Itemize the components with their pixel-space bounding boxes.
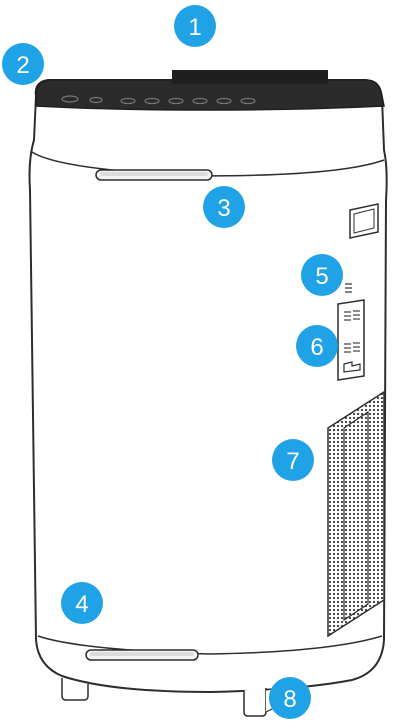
svg-text:3: 3 (217, 195, 230, 222)
top-panel-highlight (172, 70, 328, 84)
callout-6: 6 (296, 325, 338, 367)
callout-2: 2 (2, 43, 44, 85)
callout-4: 4 (61, 582, 103, 624)
callout-1: 1 (174, 5, 216, 47)
svg-text:5: 5 (315, 263, 328, 290)
svg-text:2: 2 (16, 52, 29, 79)
svg-text:8: 8 (283, 686, 296, 713)
callout-8: 8 (269, 677, 311, 719)
svg-text:4: 4 (75, 591, 88, 618)
svg-text:1: 1 (188, 14, 201, 41)
top-panel-display (36, 80, 384, 110)
air-intake-grille (328, 392, 384, 636)
callout-3: 3 (203, 186, 245, 228)
lower-handle-inner (90, 652, 194, 656)
svg-text:7: 7 (286, 448, 299, 475)
callout-5: 5 (301, 254, 343, 296)
rear-port-panel (338, 300, 364, 380)
upper-handle-inner (100, 172, 208, 176)
svg-text:6: 6 (310, 334, 323, 361)
callout-7: 7 (272, 439, 314, 481)
